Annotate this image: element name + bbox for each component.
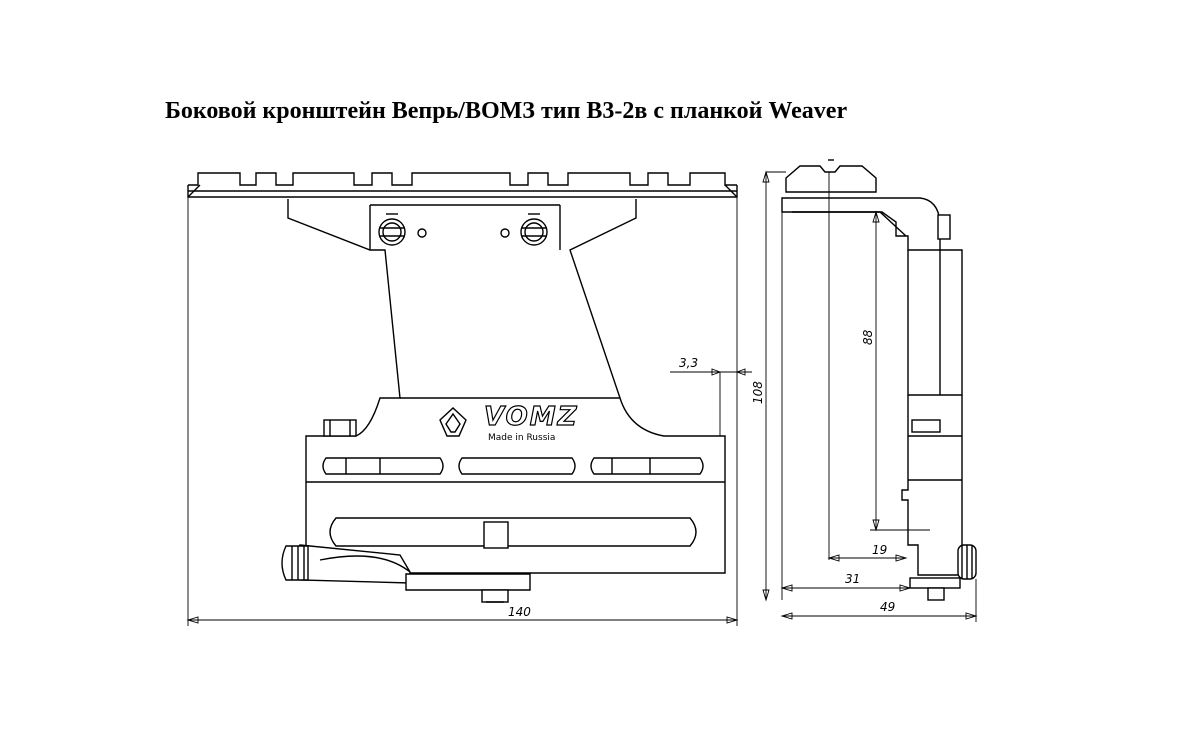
dimension-88: 88	[861, 210, 930, 532]
drawing-title: Боковой кронштейн Вепрь/ВОМЗ тип В3-2в с…	[165, 98, 848, 124]
screw-left	[378, 213, 406, 246]
vomz-emblem-icon	[439, 407, 467, 437]
dim-label-31: 31	[845, 572, 860, 586]
dim-label-88: 88	[861, 329, 875, 345]
dim-label-49: 49	[880, 600, 895, 614]
dimension-49: 49	[780, 579, 978, 622]
bracket-body	[287, 199, 726, 574]
side-view: 108 88 19 31 49	[751, 159, 978, 622]
dim-label-140: 140	[508, 605, 531, 619]
hole-left	[417, 228, 427, 238]
side-rail-head	[785, 165, 877, 193]
clamp-lever	[281, 544, 531, 603]
logo-tagline: Made in Russia	[488, 433, 555, 443]
vomz-logo: VOMZ Made in Russia	[439, 401, 579, 443]
front-view: VOMZ Made in Russia 140 3,3	[186, 172, 752, 626]
dimension-140: 140	[186, 197, 739, 626]
weaver-rail	[187, 172, 738, 198]
dimension-108: 108	[751, 170, 786, 602]
logo-brand: VOMZ	[484, 402, 579, 432]
hole-right	[500, 228, 510, 238]
dim-label-19: 19	[872, 543, 887, 557]
screw-right	[520, 213, 548, 246]
dimension-3-3: 3,3	[670, 356, 752, 436]
dimension-31: 31	[780, 212, 912, 600]
dim-label-3-3: 3,3	[679, 356, 698, 370]
clamp-block	[306, 419, 725, 549]
dimension-19: 19	[827, 172, 908, 562]
dim-label-108: 108	[751, 381, 765, 404]
